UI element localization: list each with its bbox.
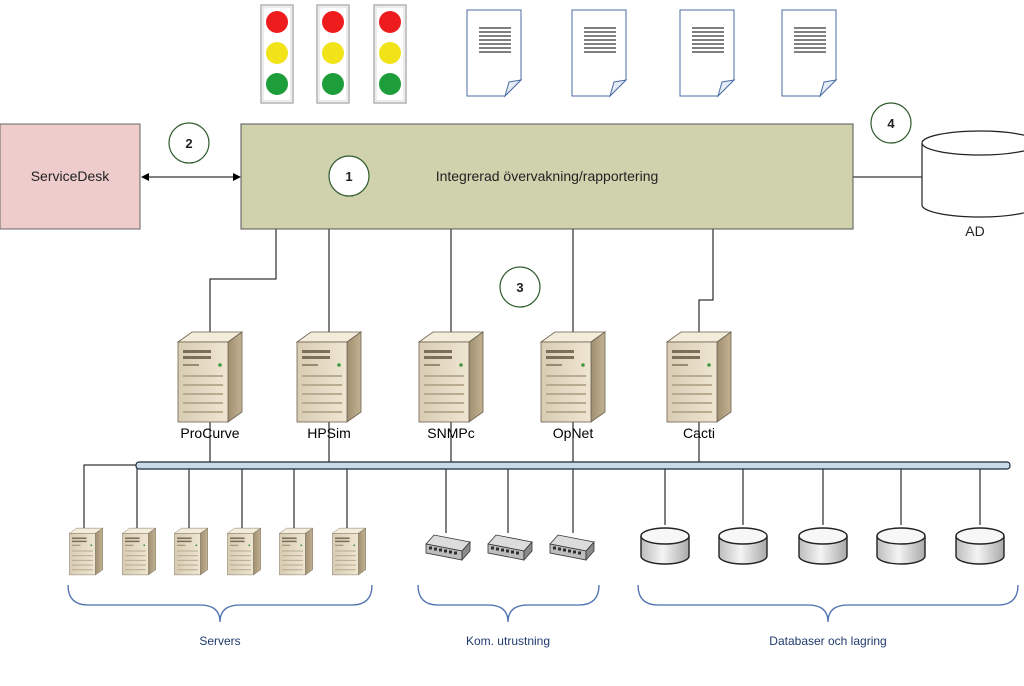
marker-4: 4 [870,102,912,144]
com-equipment-brace [417,584,600,623]
network-bus [135,461,1011,470]
com-equipment-group-label: Kom. utrustning [466,634,550,648]
document-icon [571,9,627,97]
marker-2: 2 [168,122,210,164]
traffic-light-icon [373,4,407,104]
server-tower-icon [540,331,606,423]
database-cylinder-icon [640,527,690,565]
server-tower-icon [227,527,261,576]
server-tower-icon [177,331,243,423]
server-tower-icon [279,527,313,576]
server-label-hpsim: HPSim [307,425,351,441]
server-label-snmpc: SNMPc [427,425,474,441]
svg-text:4: 4 [887,116,895,131]
servers-group-label: Servers [199,634,240,648]
databases-brace [637,584,1019,623]
document-icon [679,9,735,97]
marker-3: 3 [499,266,541,308]
server-group [69,527,366,576]
databases-group-label: Databaser och lagring [769,634,886,648]
document-icon [466,9,522,97]
server-tower-icon [666,331,732,423]
integrated-monitoring-label: Integrerad övervakning/rapportering [436,168,659,184]
servers-brace [67,584,373,623]
server-tower-icon [174,527,208,576]
server-label-opnet: OpNet [553,425,594,441]
database-cylinder-icon [718,527,768,565]
traffic-light-icon [260,4,294,104]
server-tower-icon [418,331,484,423]
network-switch-icon [425,534,471,561]
server-tower-icon [332,527,366,576]
server-tower-icon [122,527,156,576]
switch-group [425,534,595,561]
server-label-cacti: Cacti [683,425,715,441]
traffic-light-icon [316,4,350,104]
server-label-procurve: ProCurve [180,425,239,441]
network-switch-icon [487,534,533,561]
connector-lines [83,173,981,533]
service-desk-label: ServiceDesk [31,168,111,184]
svg-text:1: 1 [345,169,352,184]
database-cylinder-icon [876,527,926,565]
database-cylinder-icon [955,527,1005,565]
document-icon [781,9,837,97]
ad-database-icon [921,130,1024,218]
svg-text:2: 2 [185,136,192,151]
service-desk-box: ServiceDesk [0,123,141,230]
svg-text:3: 3 [516,280,523,295]
ad-label: AD [965,223,984,239]
database-group [640,527,1005,565]
database-cylinder-icon [798,527,848,565]
marker-1: 1 [328,155,370,197]
server-tower-icon [296,331,362,423]
server-tower-icon [69,527,103,576]
network-switch-icon [549,534,595,561]
